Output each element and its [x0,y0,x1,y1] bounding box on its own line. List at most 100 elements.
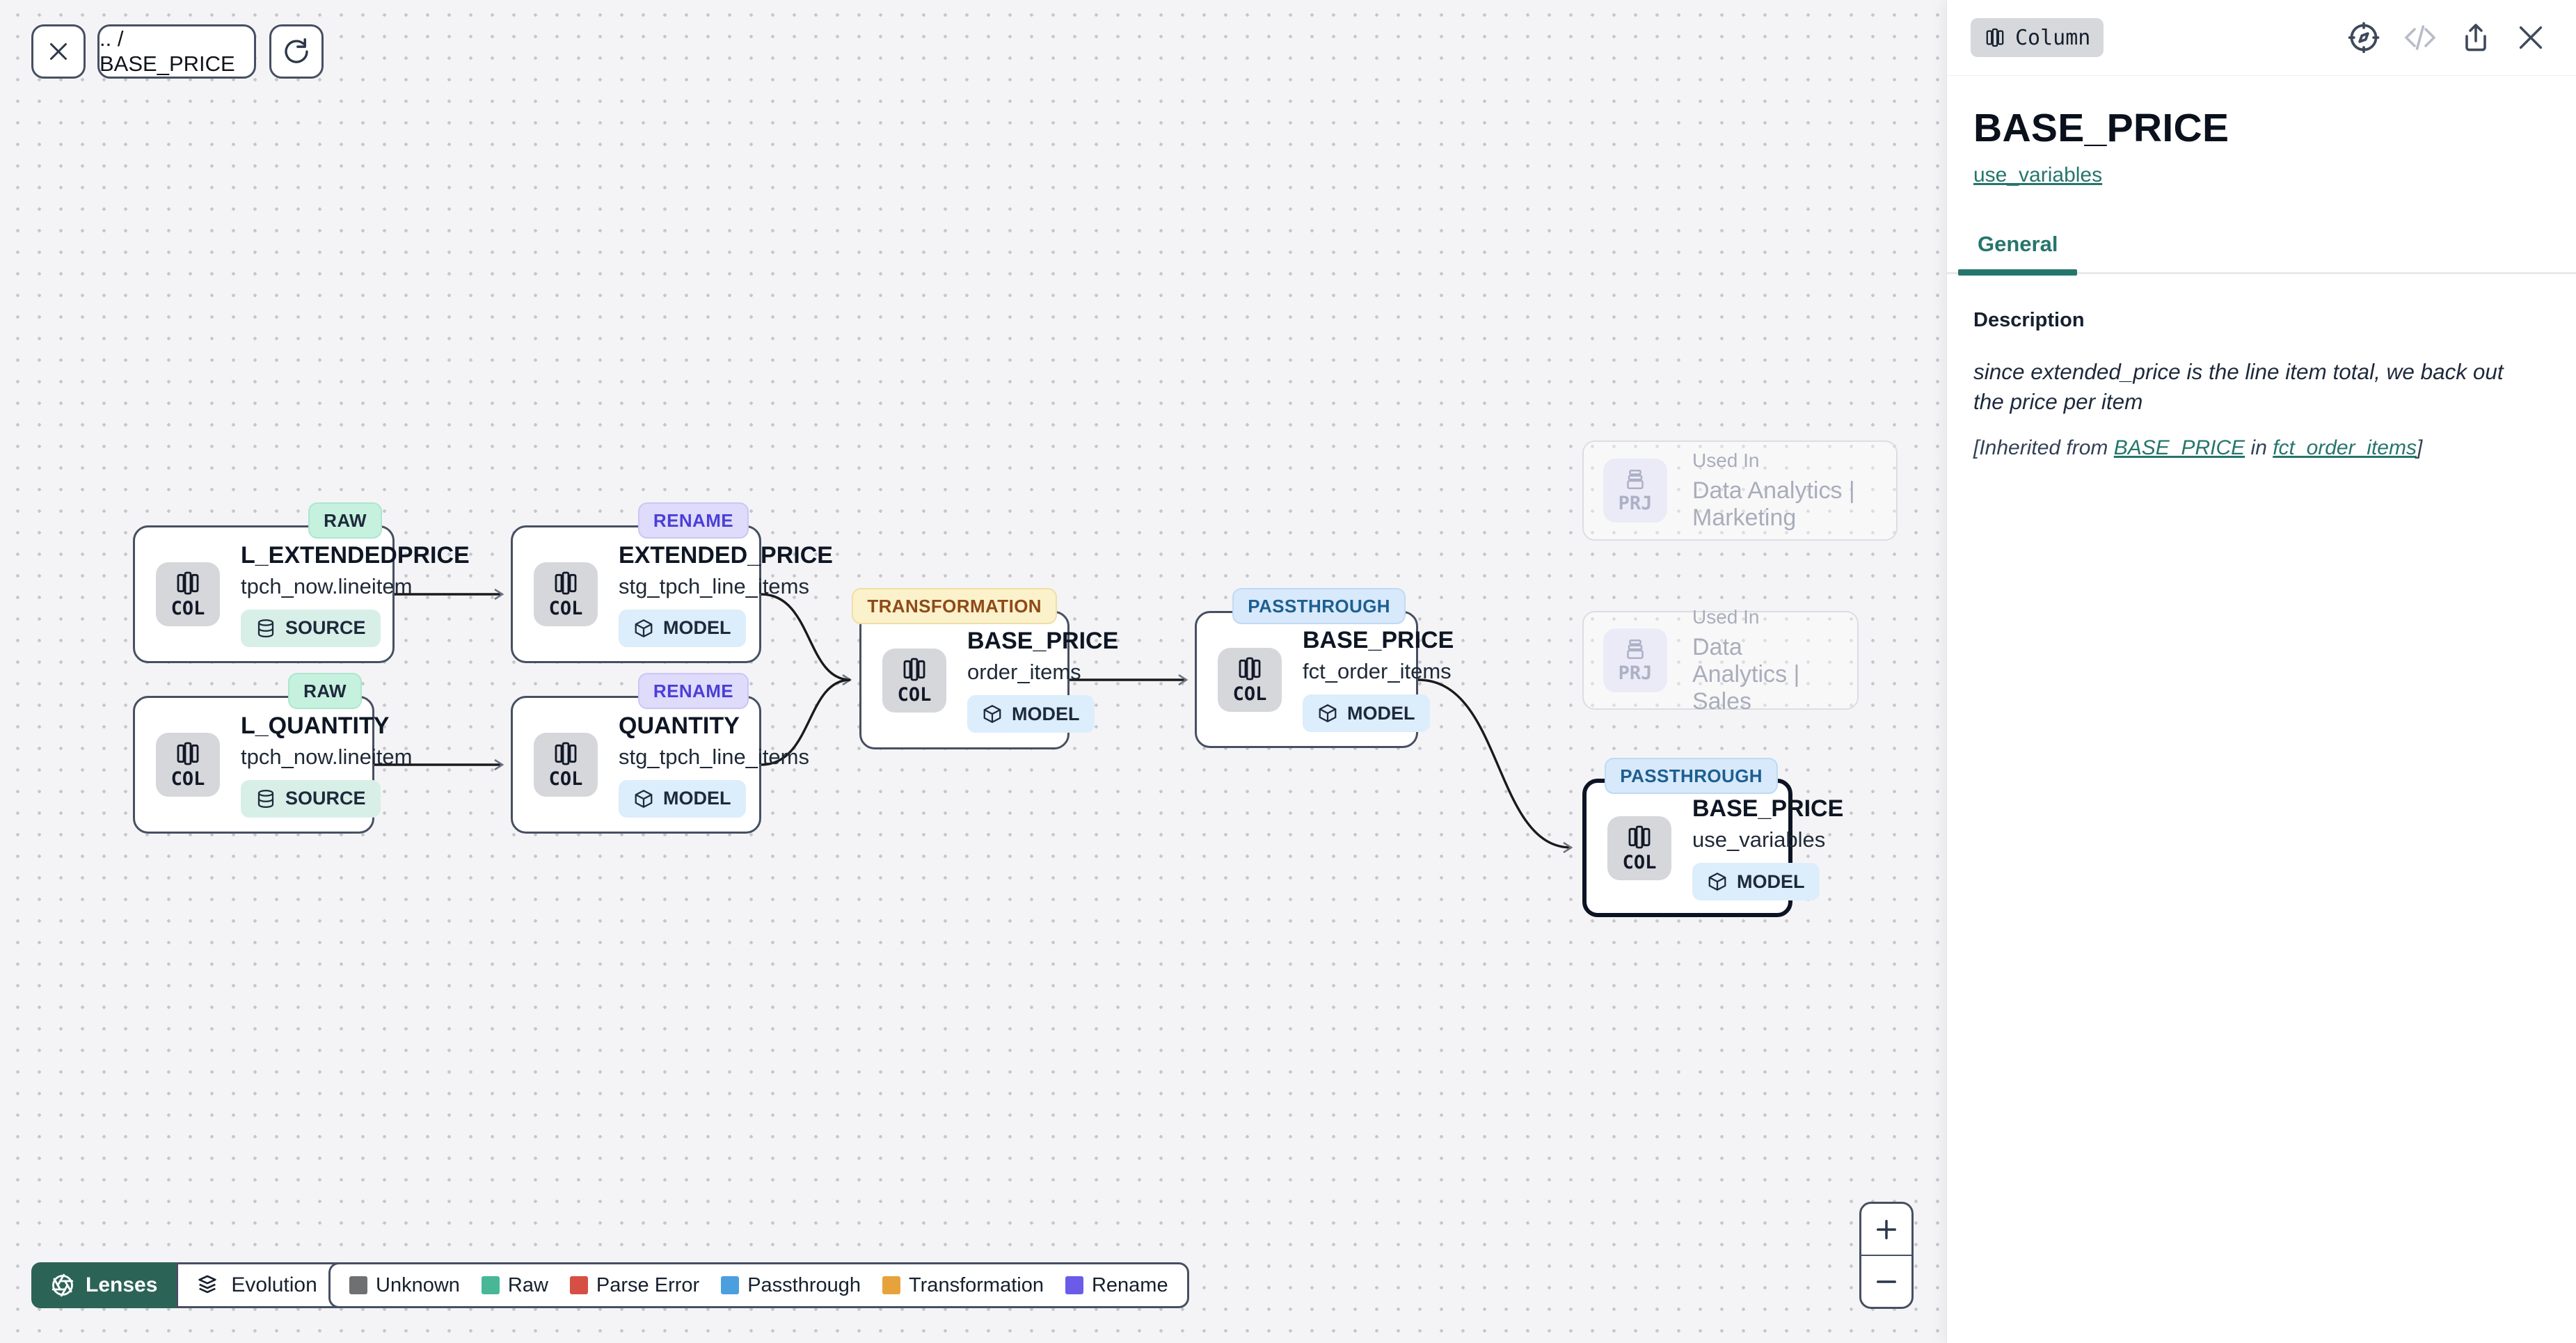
node-base-price-fct-order-items[interactable]: PASSTHROUGH COL BASE_PRICE fct_order_ite… [1195,588,1454,748]
description-heading: Description [1973,309,2085,331]
project-icon [1627,469,1644,490]
legend-swatch [569,1276,588,1294]
refresh-button[interactable] [269,24,324,79]
share-button[interactable] [2459,21,2492,54]
lens-badge: RAW [308,502,382,539]
plus-icon [1877,1219,1896,1239]
column-icon [1239,657,1261,680]
panel-header: Column [1947,0,2576,76]
node-text: EXTENDED_PRICE stg_tpch_line_items MODEL [619,542,833,647]
chip-label: COL [1232,683,1267,705]
node-l-extendedprice[interactable]: RAW COL L_EXTENDEDPRICE tpch_now.lineite… [133,502,470,663]
legend-label: Unknown [376,1273,460,1296]
lens-badge: RENAME [637,502,749,539]
used-in-label: Used In [1692,605,1760,628]
aperture-icon [51,1273,74,1297]
node-subtitle: fct_order_items [1303,659,1452,683]
node-title: BASE_PRICE [967,628,1119,654]
column-chip: COL [534,733,598,797]
type-label: SOURCE [285,617,366,638]
legend-label: Passthrough [747,1273,861,1296]
used-in-text: Used In Data Analytics | Sales [1692,606,1838,715]
type-label: MODEL [1737,871,1805,892]
used-in-sales[interactable]: PRJ Used In Data Analytics | Sales [1582,606,1859,715]
close-lineage-button[interactable] [31,24,86,79]
node-base-price-order-items[interactable]: TRANSFORMATION COL BASE_PRICE order_item… [852,588,1118,749]
compass-icon [2348,22,2380,54]
chip-label: COL [548,768,583,790]
legend-label: Transformation [909,1273,1044,1296]
node-title: QUANTITY [619,712,740,739]
used-in-text: Used In Data Analytics | Marketing [1692,450,1877,532]
lenses-button[interactable]: Lenses [31,1262,177,1308]
lens-legend: Unknown Raw Parse Error Passthrough Tran… [328,1262,1189,1308]
panel-tabs: General [1947,232,2576,276]
node-title: EXTENDED_PRICE [619,541,833,569]
inherited-column-link[interactable]: BASE_PRICE [2113,436,2245,459]
lenses-label: Lenses [86,1273,158,1296]
node-title: L_QUANTITY [241,712,390,739]
zoom-controls [1859,1202,1914,1309]
column-icon [903,658,925,681]
used-in-marketing[interactable]: PRJ Used In Data Analytics | Marketing [1582,440,1898,541]
lenses-control: Lenses Evolution [31,1262,368,1308]
breadcrumb[interactable]: .. / BASE_PRICE [97,24,256,79]
used-in-label: Used In [1692,450,1760,471]
column-icon [1986,28,2004,47]
zoom-in-button[interactable] [1861,1204,1911,1255]
lens-badge: TRANSFORMATION [852,588,1057,624]
node-base-price-use-variables[interactable]: PASSTHROUGH COL BASE_PRICE use_variables… [1582,758,1843,917]
node-subtitle: use_variables [1692,827,1826,852]
type-label: MODEL [663,617,731,638]
explore-compass-button[interactable] [2346,20,2381,55]
inherited-model-link[interactable]: fct_order_items [2273,436,2417,459]
column-chip: COL [534,562,598,626]
legend-swatch [1065,1276,1083,1294]
description-body: since extended_price is the line item to… [1973,359,2504,414]
type-label: SOURCE [285,788,366,809]
project-icon [1627,639,1644,660]
lens-badge: PASSTHROUGH [1605,758,1778,794]
node-title: L_EXTENDEDPRICE [241,541,470,569]
close-panel-button[interactable] [2515,22,2547,54]
node-extended-price[interactable]: RENAME COL EXTENDED_PRICE stg_tpch_line_… [511,502,833,663]
legend-label: Rename [1091,1273,1168,1296]
view-code-button[interactable] [2403,21,2437,54]
chip-label: COL [1622,851,1657,873]
node-text: L_QUANTITY tpch_now.lineitem SOURCE [241,713,412,818]
column-icon [555,742,577,765]
model-pill: MODEL [1303,694,1430,732]
source-pill: SOURCE [241,609,381,647]
node-subtitle: tpch_now.lineitem [241,744,413,769]
chip-label: PRJ [1618,662,1653,684]
layers-icon [198,1275,217,1294]
tab-general[interactable]: General [1958,232,2078,276]
column-chip: COL [156,562,220,626]
chip-label: PRJ [1618,493,1653,514]
column-chip: COL [156,733,220,797]
legend-label: Raw [507,1273,548,1296]
node-text: QUANTITY stg_tpch_line_items MODEL [619,713,809,818]
cube-icon [983,705,1001,723]
zoom-out-button[interactable] [1861,1255,1911,1307]
model-pill: MODEL [967,695,1095,733]
legend-label: Parse Error [596,1273,700,1296]
legend-swatch [481,1276,500,1294]
entity-type-label: Column [2015,25,2091,50]
breadcrumb-label: .. / BASE_PRICE [100,26,235,76]
legend-item: Unknown [349,1274,460,1297]
legend-swatch [721,1276,740,1294]
column-chip: COL [882,648,946,713]
description-inherited: [Inherited from BASE_PRICE in fct_order_… [1973,436,2550,460]
project-chip: PRJ [1603,628,1667,692]
node-text: BASE_PRICE order_items MODEL [967,628,1118,733]
lens-selector-value: Evolution [231,1273,317,1296]
model-pill: MODEL [1692,863,1820,900]
model-link[interactable]: use_variables [1973,164,2103,186]
inherited-prefix: [Inherited from [1973,436,2114,459]
column-icon [177,571,199,595]
node-quantity[interactable]: RENAME COL QUANTITY stg_tpch_line_items … [511,673,809,834]
database-icon [257,619,274,637]
node-l-quantity[interactable]: RAW COL L_QUANTITY tpch_now.lineitem SOU… [133,673,412,834]
project-chip: PRJ [1603,459,1667,523]
